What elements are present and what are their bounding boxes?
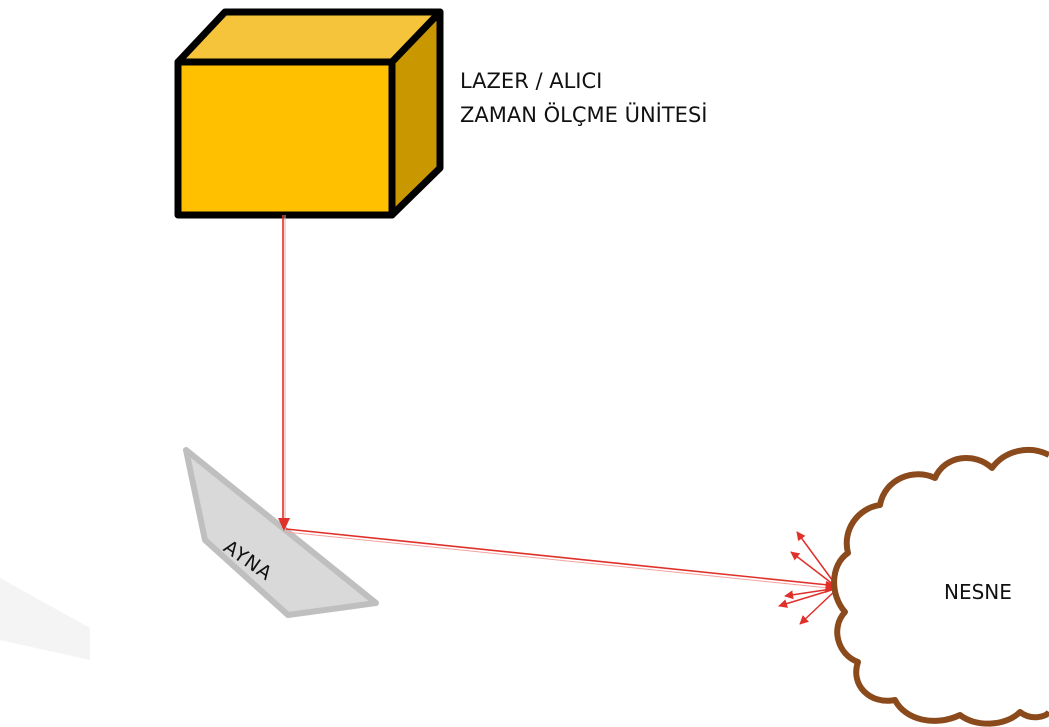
laser-beam: [278, 215, 840, 593]
object-cloud: [831, 446, 1049, 727]
object-label: NESNE: [944, 580, 1012, 604]
scatter-ray-5: [799, 587, 839, 625]
beam-to-object: [285, 528, 839, 587]
scatter-ray-2: [790, 551, 839, 589]
box-front-face: [174, 58, 396, 219]
device-label: LAZER / ALICI ZAMAN ÖLÇME ÜNİTESİ: [460, 64, 707, 132]
watermark-shape: [0, 578, 90, 660]
beam-down-arrowhead: [278, 518, 290, 531]
scatter-ray-1: [796, 531, 839, 589]
device-label-line1: LAZER / ALICI: [460, 69, 603, 93]
scatter-reflections: [778, 531, 839, 625]
beam-to-object-inner: [285, 531, 839, 590]
device-label-line2: ZAMAN ÖLÇME ÜNİTESİ: [460, 103, 708, 127]
scatter-ray-3: [778, 587, 839, 608]
scatter-ray-4: [784, 587, 839, 600]
laser-receiver-box: [174, 8, 444, 219]
mirror-shape: [183, 447, 379, 618]
